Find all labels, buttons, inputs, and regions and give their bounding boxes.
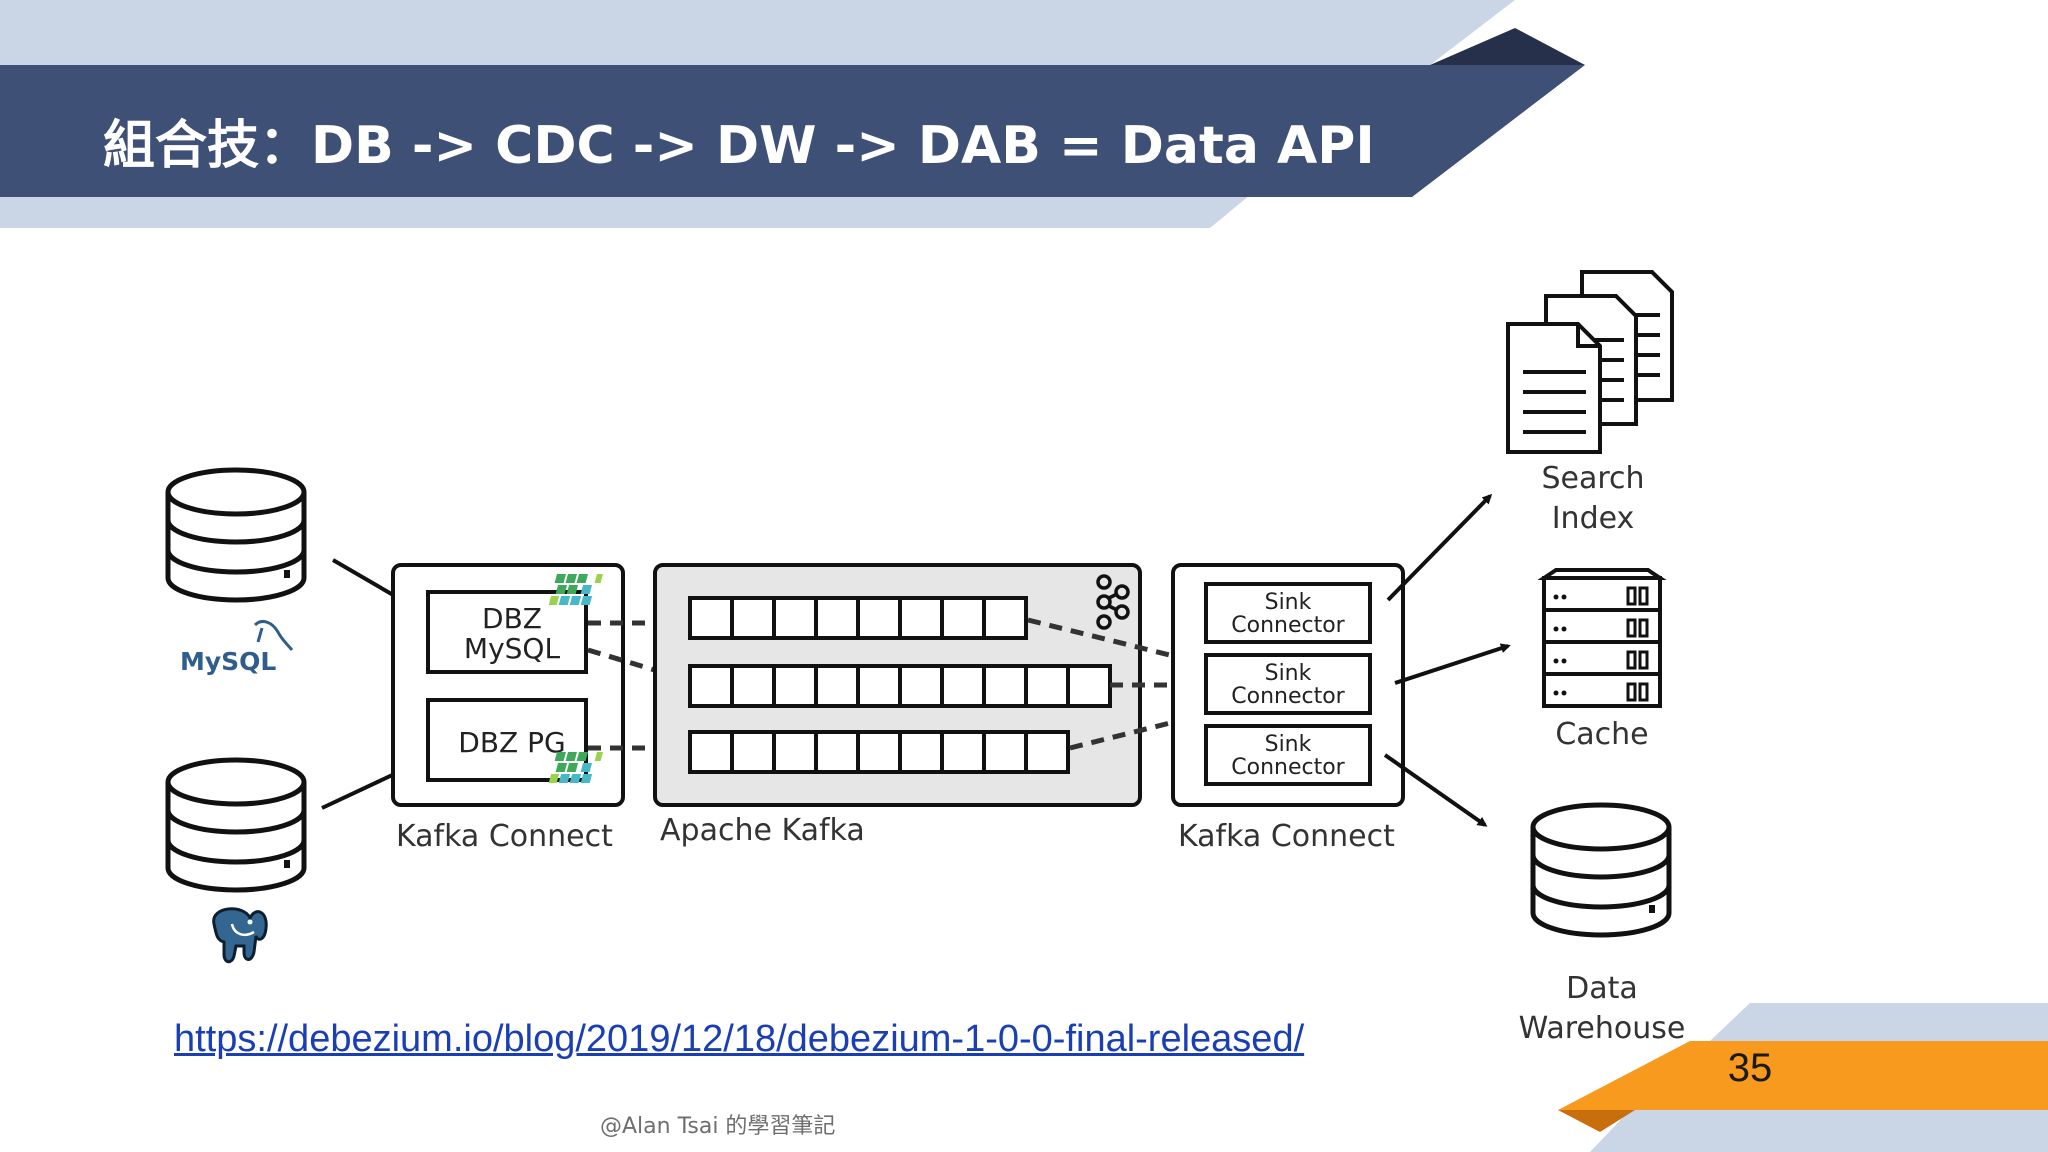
- dbz-pg-label: DBZ PG: [458, 726, 565, 759]
- search-index-label-line1: Search: [1541, 461, 1644, 496]
- header-navy-band: [0, 65, 1585, 197]
- kafka-connect-source-label: Kafka Connect: [396, 819, 613, 854]
- sink-connector-box: [1204, 582, 1372, 644]
- page-number-band: [1558, 1041, 2048, 1110]
- kafka-topic-partition: [688, 730, 1070, 774]
- dbz-mysql-label-line2: MySQL: [464, 632, 561, 665]
- sink-connector-label: Connector: [1231, 755, 1345, 780]
- header-light-band-top: [0, 0, 1515, 65]
- sink-to-cache-arrow: [1394, 643, 1511, 685]
- cache-label: Cache: [1555, 717, 1648, 752]
- sink-connector-box: [1204, 653, 1372, 715]
- sink-connector-label: Sink: [1265, 732, 1312, 757]
- kafka-topic-row: [688, 730, 1070, 774]
- sink-connector-label: Connector: [1231, 684, 1345, 709]
- page-number: 35: [1727, 1046, 1773, 1090]
- data-warehouse-database-icon: [1533, 805, 1669, 935]
- postgres-elephant-icon: [212, 907, 268, 964]
- sink-to-search-arrow: [1386, 493, 1493, 602]
- sink-connector-box: [1204, 724, 1372, 786]
- page-number-band-shadow: [1558, 1110, 1635, 1132]
- dbz-mysql-label-line1: DBZ: [482, 602, 542, 635]
- data-warehouse-label-line2: Warehouse: [1519, 1011, 1686, 1046]
- kafka-logo-icon: [1096, 574, 1130, 630]
- slide-title: 組合技：DB -> CDC -> DW -> DAB = Data API: [103, 116, 1375, 176]
- kafka-topics: [688, 596, 1112, 774]
- postgres-database-icon: [168, 760, 304, 890]
- server-rack-icon: [1537, 568, 1667, 708]
- header-dark-accent: [1430, 28, 1585, 65]
- apache-kafka-label: Apache Kafka: [660, 813, 865, 848]
- footer-author: @Alan Tsai 的學習筆記: [600, 1114, 836, 1139]
- debezium-release-link[interactable]: https://debezium.io/blog/2019/12/18/debe…: [174, 1018, 1305, 1060]
- kafka-topic-row: [688, 664, 1112, 708]
- footer-light-band-bottom: [1590, 1110, 2048, 1152]
- sink-connector-label: Sink: [1265, 661, 1312, 686]
- documents-icon: [1506, 270, 1674, 454]
- data-warehouse-label-line1: Data: [1566, 971, 1638, 1006]
- sink-to-dw-arrow: [1383, 753, 1488, 827]
- mysql-database-icon: [168, 470, 304, 600]
- mysql-logo-text: MySQL: [180, 647, 276, 676]
- kafka-topic-row: [688, 596, 1028, 640]
- sink-connector-label: Connector: [1231, 613, 1345, 638]
- mysql-logo-icon: MySQL: [180, 620, 294, 676]
- kafka-connect-sink-label: Kafka Connect: [1178, 819, 1395, 854]
- dbz-mysql-to-topic2-arrow: [587, 647, 692, 684]
- footer-light-band-top: [1710, 1003, 2048, 1041]
- search-index-label-line2: Index: [1552, 501, 1635, 536]
- topic1-to-sink-arrow: [1027, 617, 1202, 666]
- sink-connector-label: Sink: [1265, 590, 1312, 615]
- dbz-mysql-connector: [426, 590, 588, 674]
- header-light-band-bottom: [0, 195, 1250, 228]
